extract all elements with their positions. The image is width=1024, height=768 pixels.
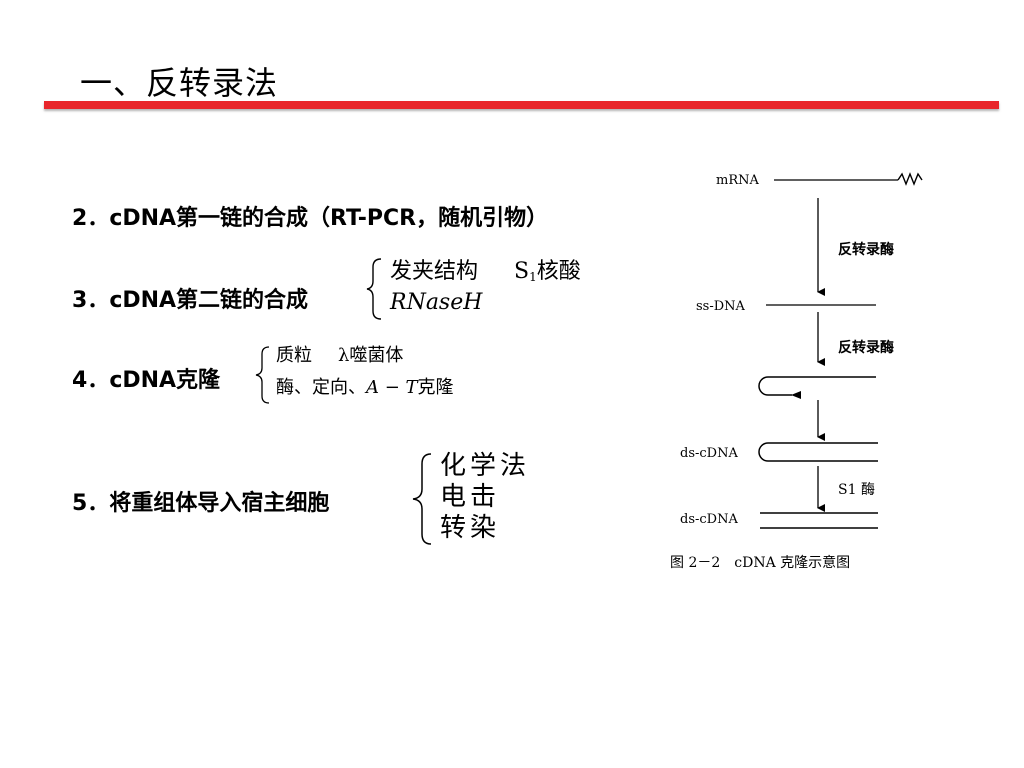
bullet-4: 4．cDNA克隆 (72, 362, 220, 394)
transfer-option-electroporation: 电击 (440, 482, 501, 512)
bullet-3-option-1: 发夹结构 S1核酸 (390, 259, 581, 284)
transfer-option-chemical: 化学法 (440, 451, 531, 481)
transfer-option-transfection: 转染 (440, 513, 501, 543)
bullet-3-number: 3． (72, 288, 110, 313)
polya-tail (897, 172, 923, 186)
bullet-3: 3．cDNA第二链的合成 (72, 282, 308, 314)
label-mrna: mRNA (716, 173, 759, 188)
bullet-4-option-2: 酶、定向、A − T克隆 (276, 379, 454, 397)
nuclease-label: 核酸 (536, 259, 581, 284)
bullet-5: 5．将重组体导入宿主细胞 (72, 485, 329, 517)
enzyme-directional-label: 酶、定向、 (276, 377, 366, 398)
label-ss-dna: ss-DNA (696, 299, 746, 314)
bullet-3-text: cDNA第二链的合成 (109, 288, 309, 313)
bullet-2: 2．cDNA第一链的合成（RT-PCR，随机引物） (72, 200, 548, 232)
bullet-2-number: 2． (72, 206, 110, 231)
bullet-3-brace (366, 258, 382, 320)
plasmid-label: 质粒 (276, 345, 312, 366)
bullet-4-brace (255, 346, 270, 404)
step-s1-nuclease: S1 酶 (838, 482, 875, 498)
bullet-5-text: 将重组体导入宿主细胞 (109, 491, 330, 516)
label-ds-cdna-2: ds-cDNA (680, 512, 738, 527)
step-reverse-transcriptase-2: 反转录酶 (838, 339, 894, 356)
bullet-4-number: 4． (72, 368, 110, 393)
slide-title: 一、反转录法 (80, 64, 279, 102)
cdna-cloning-diagram: mRNA 反转录酶 ss-DNA 反转录酶 ds-cDNA S1 酶 ds-cD… (670, 172, 923, 571)
hairpin-label: 发夹结构 (390, 259, 479, 284)
at-label: A − T (366, 377, 418, 398)
label-ds-cdna-1: ds-cDNA (680, 446, 738, 461)
cloning-label: 克隆 (417, 377, 454, 398)
title-divider (44, 101, 999, 109)
bullet-5-number: 5． (72, 491, 110, 516)
s1-subscript: 1 (529, 270, 537, 284)
s1-label: S (514, 259, 530, 284)
bullet-4-option-1: 质粒 λ噬菌体 (276, 347, 403, 365)
bullet-4-text: cDNA克隆 (109, 368, 221, 393)
figure-caption: 图 2－2 cDNA 克隆示意图 (670, 554, 850, 571)
ds-cdna-hairpin (758, 442, 878, 462)
bullet-5-brace (412, 453, 432, 545)
hairpin-intermediate (758, 376, 876, 399)
lambda-phage-label: λ噬菌体 (338, 345, 404, 366)
bullet-3-option-2: RNaseH (390, 290, 483, 315)
bullet-2-text: cDNA第一链的合成（RT-PCR，随机引物） (109, 206, 549, 231)
step-reverse-transcriptase-1: 反转录酶 (838, 241, 894, 258)
